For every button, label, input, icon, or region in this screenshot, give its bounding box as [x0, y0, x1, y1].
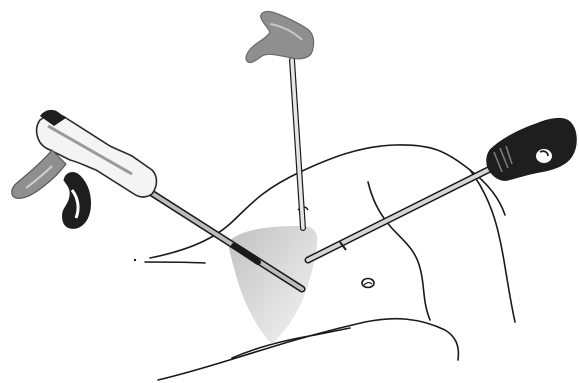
retractor-icon [246, 11, 314, 228]
stapler-grip [12, 150, 66, 198]
torso-upper-contour [150, 145, 505, 258]
torso-left-fold [145, 262, 205, 263]
torso-lower-contour [158, 319, 458, 380]
insufflated-cavity [228, 226, 317, 344]
reference-dot [134, 259, 136, 261]
retractor-handle [246, 11, 314, 62]
grasper-icon [308, 118, 576, 260]
torso-outline [145, 145, 515, 380]
navel-icon [362, 279, 374, 288]
